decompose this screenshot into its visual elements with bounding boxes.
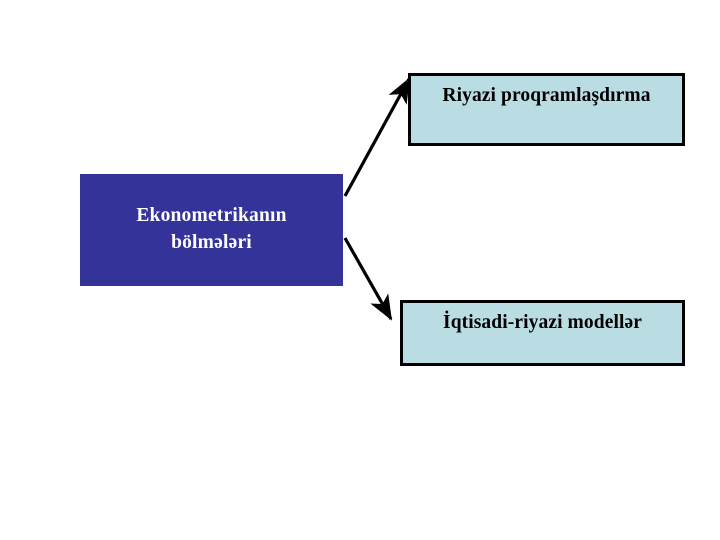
node-iqtisadi-riyazi-modeller-label: İqtisadi-riyazi modellər — [443, 312, 642, 333]
node-main-label-line2: bölmələri — [171, 232, 252, 253]
arrow-to-riyazi-proqramlasdirma — [343, 77, 411, 197]
node-main-label-line1: Ekonometrikanın — [136, 205, 287, 227]
node-main-label: Ekonometrikanın bölmələri — [126, 203, 296, 256]
node-iqtisadi-riyazi-modeller[interactable]: İqtisadi-riyazi modellər — [400, 300, 685, 366]
node-ekonometrikanin-bolmeleri[interactable]: Ekonometrikanın bölmələri — [80, 174, 343, 286]
node-riyazi-proqramlasdirma[interactable]: Riyazi proqramlaşdırma — [408, 73, 685, 146]
node-riyazi-proqramlasdirma-label: Riyazi proqramlaşdırma — [442, 85, 651, 106]
arrow-to-iqtisadi-riyazi-modeller — [343, 237, 393, 321]
